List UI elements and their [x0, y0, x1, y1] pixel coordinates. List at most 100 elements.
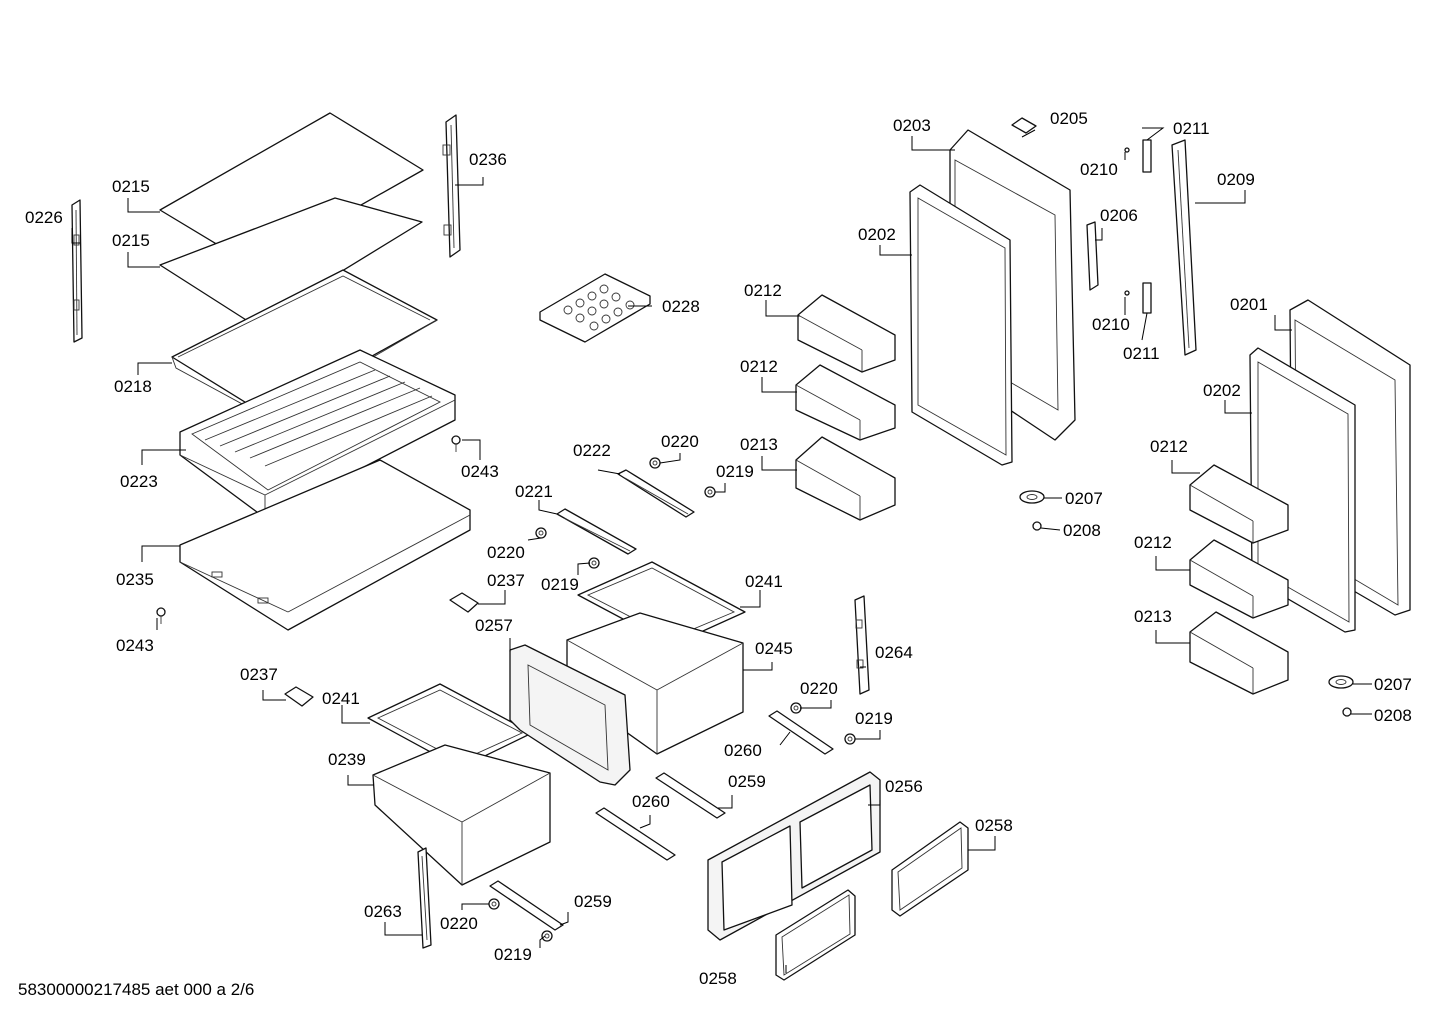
callout-label: 0221: [515, 482, 553, 501]
callout-label: 0220: [800, 679, 838, 698]
roller-part: [541, 930, 553, 942]
callout-label: 0237: [240, 665, 278, 684]
side-rail-part: [417, 847, 432, 949]
callout-label: 0212: [744, 281, 782, 300]
door-gasket-part: [909, 184, 1013, 466]
gasket-part: [891, 821, 969, 917]
callout-label: 0228: [662, 297, 700, 316]
small-pin-part: [1124, 290, 1130, 296]
door-bin-part: [795, 364, 896, 441]
door-bin-part: [1189, 464, 1289, 544]
slide-rail-part: [768, 710, 834, 755]
callout-label: 0208: [1063, 521, 1101, 540]
callout-label: 0256: [885, 777, 923, 796]
drawer-front-frame-part: [707, 771, 881, 941]
callout-label: 0263: [364, 902, 402, 921]
callout-label: 0219: [716, 462, 754, 481]
part-drawings: [71, 112, 1411, 981]
callout-label: 0264: [875, 643, 913, 662]
glass-shelf-part: [159, 197, 423, 326]
callout-label: 0203: [893, 116, 931, 135]
gasket-part: [775, 889, 856, 981]
callout-label: 0207: [1374, 675, 1412, 694]
roller-part: [488, 898, 500, 910]
callout-label: 0220: [440, 914, 478, 933]
callout-label: 0211: [1123, 344, 1160, 363]
bracket-part: [1086, 221, 1099, 291]
document-code: 58300000217485 aet 000 a 2/6: [18, 980, 255, 999]
side-rail-part: [71, 199, 83, 343]
callout-label: 0258: [699, 969, 737, 988]
drawer-frame-part: [509, 644, 631, 786]
callout-label: 0215: [112, 231, 150, 250]
callout-label: 0210: [1092, 315, 1130, 334]
slide-rail-part: [617, 469, 695, 518]
callout-label: 0213: [740, 435, 778, 454]
callout-label: 0207: [1065, 489, 1103, 508]
roller-part: [844, 733, 856, 745]
callout-label: 0202: [1203, 381, 1241, 400]
callout-label: 0257: [475, 616, 513, 635]
callout-label: 0243: [461, 462, 499, 481]
callout-label: 0236: [469, 150, 507, 169]
callout-label: 0259: [728, 772, 766, 791]
screw-part: [1032, 521, 1042, 531]
clip-part: [449, 592, 479, 613]
callout-label: 0222: [573, 441, 611, 460]
callout-label: 0208: [1374, 706, 1412, 725]
callout-label: 0211: [1173, 119, 1210, 138]
callout-label: 0215: [112, 177, 150, 196]
slide-rail-part: [655, 772, 726, 819]
egg-tray-part: [539, 273, 651, 343]
framed-shelf-part: [171, 269, 438, 419]
crisper-drawer-part: [372, 744, 551, 886]
callout-label: 0202: [858, 225, 896, 244]
callout-label: 0212: [1150, 437, 1188, 456]
callout-label: 0212: [740, 357, 778, 376]
screw-part: [156, 607, 166, 624]
callout-label: 0260: [632, 792, 670, 811]
hinge-part: [1142, 139, 1152, 173]
callout-label: 0226: [25, 208, 63, 227]
roller-part: [588, 557, 600, 569]
callout-label: 0223: [120, 472, 158, 491]
hinge-bushing-part: [1328, 675, 1354, 689]
callout-label: 0241: [745, 572, 783, 591]
callout-label: 0259: [574, 892, 612, 911]
roller-part: [704, 486, 716, 498]
hinge-bushing-part: [1019, 490, 1045, 504]
door-bin-part: [1189, 611, 1289, 695]
callout-label: 0220: [661, 432, 699, 451]
door-bin-part: [795, 436, 896, 521]
hinge-part: [1142, 282, 1152, 314]
callout-label: 0201: [1230, 295, 1268, 314]
callout-label: 0260: [724, 741, 762, 760]
callout-label: 0237: [487, 571, 525, 590]
callout-label: 0205: [1050, 109, 1088, 128]
callout-label: 0206: [1100, 206, 1138, 225]
side-rail-part: [854, 595, 870, 695]
callout-label: 0235: [116, 570, 154, 589]
clip-part: [284, 686, 314, 707]
door-bin-part: [1189, 539, 1289, 619]
screw-part: [451, 435, 461, 452]
callout-label: 0243: [116, 636, 154, 655]
callout-label: 0219: [494, 945, 532, 964]
callout-label: 0209: [1217, 170, 1255, 189]
roller-part: [649, 457, 661, 469]
callout-label: 0219: [541, 575, 579, 594]
callout-label: 0239: [328, 750, 366, 769]
callout-label: 0219: [855, 709, 893, 728]
callout-label: 0241: [322, 689, 360, 708]
hinge-cover-part: [1011, 117, 1037, 134]
slide-rail-part: [595, 807, 676, 861]
callout-label: 0210: [1080, 160, 1118, 179]
callout-label: 0220: [487, 543, 525, 562]
callout-label: 0218: [114, 377, 152, 396]
callout-label: 0245: [755, 639, 793, 658]
mullion-part: [1171, 139, 1197, 356]
cover-plate-part: [179, 459, 471, 631]
door-bin-part: [797, 294, 896, 373]
callout-labels: 0201 0202 0202 0203 0205 0206 0207 0207 …: [25, 109, 1412, 988]
